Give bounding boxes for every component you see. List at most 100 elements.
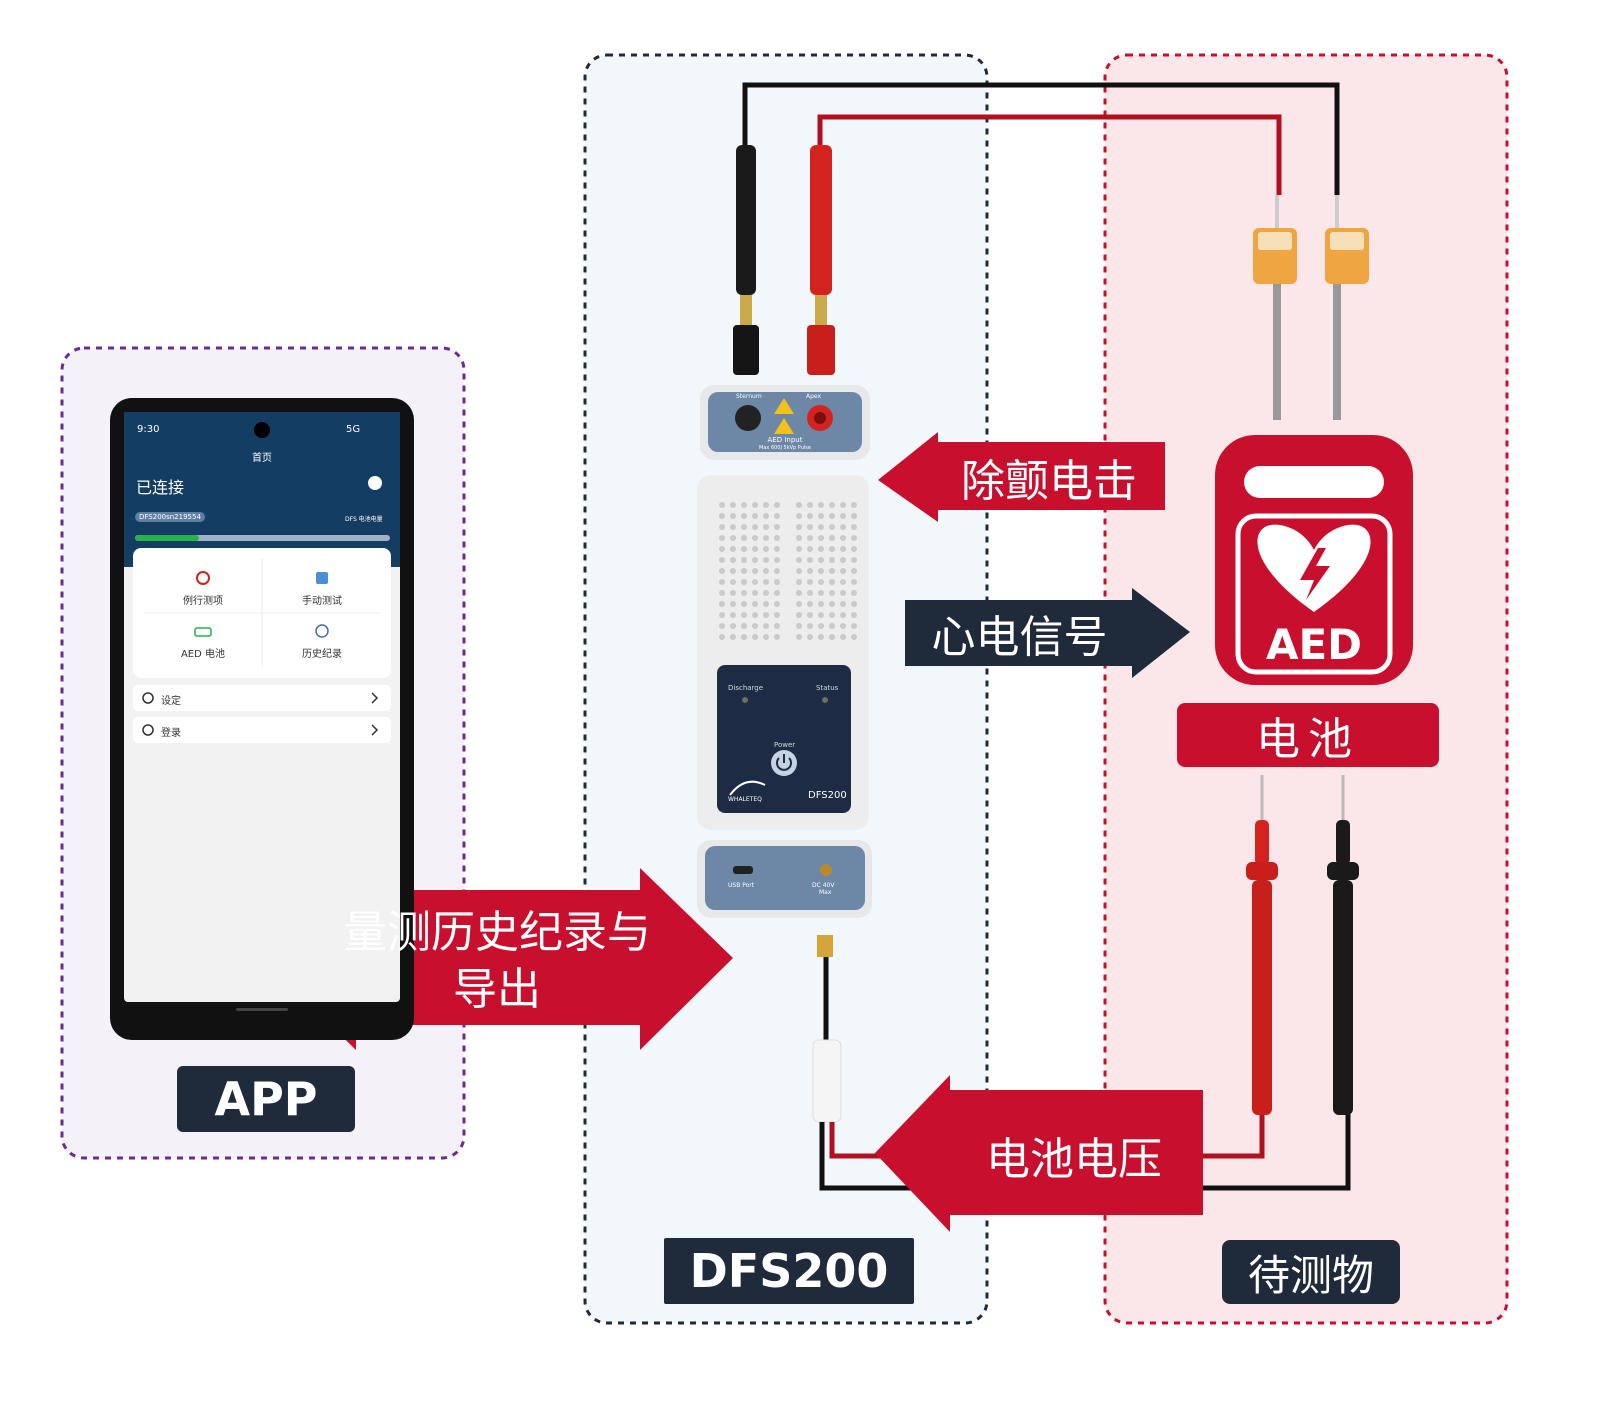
aed-icon xyxy=(1215,435,1413,685)
speaker-hole xyxy=(719,524,725,530)
speaker-hole xyxy=(730,601,736,607)
dc-port-label: DC 40V xyxy=(812,882,835,889)
speaker-hole xyxy=(752,612,758,618)
speaker-hole xyxy=(763,546,769,552)
speaker-hole xyxy=(752,579,758,585)
speaker-hole xyxy=(774,502,780,508)
speaker-hole xyxy=(796,601,802,607)
speaker-hole xyxy=(719,557,725,563)
speaker-hole xyxy=(818,568,824,574)
speaker-hole xyxy=(730,535,736,541)
speaker-hole xyxy=(752,546,758,552)
speaker-hole xyxy=(851,513,857,519)
phone-signal: 5G xyxy=(346,424,361,435)
black-banana-plug xyxy=(733,145,759,375)
menu-settings[interactable]: 设定 xyxy=(161,696,181,707)
speaker-hole xyxy=(763,535,769,541)
speaker-hole xyxy=(774,513,780,519)
speaker-hole xyxy=(807,546,813,552)
input-left-label: Sternum xyxy=(736,393,762,400)
red-test-probe xyxy=(1246,775,1278,1115)
speaker-hole xyxy=(829,557,835,563)
speaker-hole xyxy=(730,579,736,585)
speaker-hole xyxy=(719,513,725,519)
black-cable-top xyxy=(742,82,1340,195)
speaker-hole xyxy=(851,590,857,596)
ecg-arrow-label: 心电信号 xyxy=(931,612,1108,663)
speaker-hole xyxy=(774,579,780,585)
speaker-hole xyxy=(752,590,758,596)
speaker-hole xyxy=(719,535,725,541)
tile-history[interactable]: 历史纪录 xyxy=(302,649,342,660)
speaker-hole xyxy=(796,612,802,618)
speaker-hole xyxy=(774,535,780,541)
aed-text: AED xyxy=(1265,620,1363,669)
speaker-hole xyxy=(774,557,780,563)
speaker-hole xyxy=(719,568,725,574)
speaker-hole xyxy=(796,590,802,596)
black-test-probe xyxy=(1327,775,1359,1115)
speaker-hole xyxy=(752,623,758,629)
speaker-hole xyxy=(840,601,846,607)
app-group-label: APP xyxy=(177,1066,355,1132)
speaker-hole xyxy=(796,502,802,508)
speaker-hole xyxy=(851,568,857,574)
speaker-hole xyxy=(851,546,857,552)
phone-time: 9:30 xyxy=(137,424,160,435)
speaker-hole xyxy=(796,579,802,585)
speaker-hole xyxy=(807,513,813,519)
speaker-hole xyxy=(741,524,747,530)
menu-login[interactable]: 登录 xyxy=(161,728,181,739)
speaker-hole xyxy=(774,634,780,640)
speaker-hole xyxy=(730,623,736,629)
phone-page-title: 首页 xyxy=(252,453,272,464)
speaker-hole xyxy=(818,623,824,629)
speaker-hole xyxy=(741,601,747,607)
speaker-hole xyxy=(752,513,758,519)
power-button[interactable] xyxy=(771,750,797,776)
speaker-hole xyxy=(807,634,813,640)
speaker-hole xyxy=(730,612,736,618)
speaker-hole xyxy=(719,590,725,596)
tile-aed-battery[interactable]: AED 电池 xyxy=(180,649,226,660)
speaker-hole xyxy=(741,568,747,574)
speaker-hole xyxy=(752,568,758,574)
speaker-hole xyxy=(752,557,758,563)
speaker-hole xyxy=(719,601,725,607)
speaker-hole xyxy=(840,634,846,640)
speaker-hole xyxy=(774,568,780,574)
speaker-hole xyxy=(752,535,758,541)
speaker-hole xyxy=(763,634,769,640)
speaker-hole xyxy=(818,590,824,596)
speaker-hole xyxy=(818,546,824,552)
speaker-hole xyxy=(840,612,846,618)
speaker-hole xyxy=(829,623,835,629)
red-cable-top xyxy=(817,114,1282,195)
usb-port-label: USB Port xyxy=(728,882,755,889)
tile-manual-test[interactable]: 手动测试 xyxy=(302,596,342,607)
red-banana-plug xyxy=(807,145,835,375)
speaker-hole xyxy=(796,634,802,640)
speaker-hole xyxy=(840,568,846,574)
export-arrow-label-line2: 导出 xyxy=(453,964,541,1015)
speaker-hole xyxy=(829,634,835,640)
speaker-hole xyxy=(840,590,846,596)
speaker-hole xyxy=(741,590,747,596)
speaker-hole xyxy=(730,568,736,574)
speaker-hole xyxy=(796,568,802,574)
tile-routine-test[interactable]: 例行测项 xyxy=(183,596,223,607)
speaker-hole xyxy=(829,612,835,618)
speaker-hole xyxy=(774,612,780,618)
dut-group-label: 待测物 xyxy=(1222,1240,1400,1304)
speaker-hole xyxy=(719,546,725,552)
status-label: Status xyxy=(816,684,839,692)
speaker-hole xyxy=(807,524,813,530)
speaker-hole xyxy=(752,524,758,530)
speaker-hole xyxy=(719,502,725,508)
speaker-hole xyxy=(730,546,736,552)
battery-voltage-arrow-label: 电池电压 xyxy=(986,1134,1162,1185)
speaker-hole xyxy=(818,612,824,618)
wago-connector-right xyxy=(1325,195,1369,420)
speaker-hole xyxy=(763,557,769,563)
